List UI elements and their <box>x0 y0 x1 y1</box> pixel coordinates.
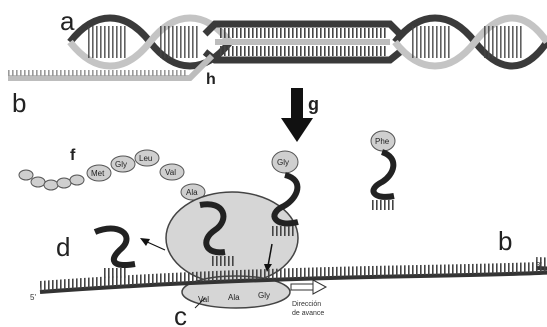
trna-free-aa-label: Phe <box>375 137 390 146</box>
direction-label-line2: de avance <box>292 310 324 317</box>
aa-label-met: Met <box>91 169 105 178</box>
codon-label-gly: Gly <box>258 291 270 300</box>
label-a: a <box>60 6 75 36</box>
label-g: g <box>308 94 319 114</box>
direction-arrow <box>291 280 326 294</box>
label-f: f <box>70 147 76 164</box>
aa-label-leu: Leu <box>139 154 152 163</box>
trna-incoming-aa-label: Gly <box>277 158 289 167</box>
aa-label-ala: Ala <box>186 188 198 197</box>
mrna-5prime-end: 5' <box>30 293 36 302</box>
aa-label-gly: Gly <box>115 160 127 169</box>
trna-free: Phe <box>370 131 395 210</box>
mrna-3prime-end: 3' <box>536 261 542 270</box>
label-b-left: b <box>12 88 26 118</box>
direction-label-line1: Dirección <box>292 301 321 308</box>
codon-label-ala: Ala <box>228 293 240 302</box>
dna-double-helix <box>70 18 547 66</box>
label-h: h <box>206 71 216 88</box>
aa-label-val: Val <box>165 168 176 177</box>
trna-leaving <box>95 228 165 278</box>
polypeptide-chain: Met Gly Leu Val Ala <box>19 150 205 200</box>
label-b-right: b <box>498 226 512 256</box>
label-d: d <box>56 232 70 262</box>
label-c: c <box>174 301 187 327</box>
